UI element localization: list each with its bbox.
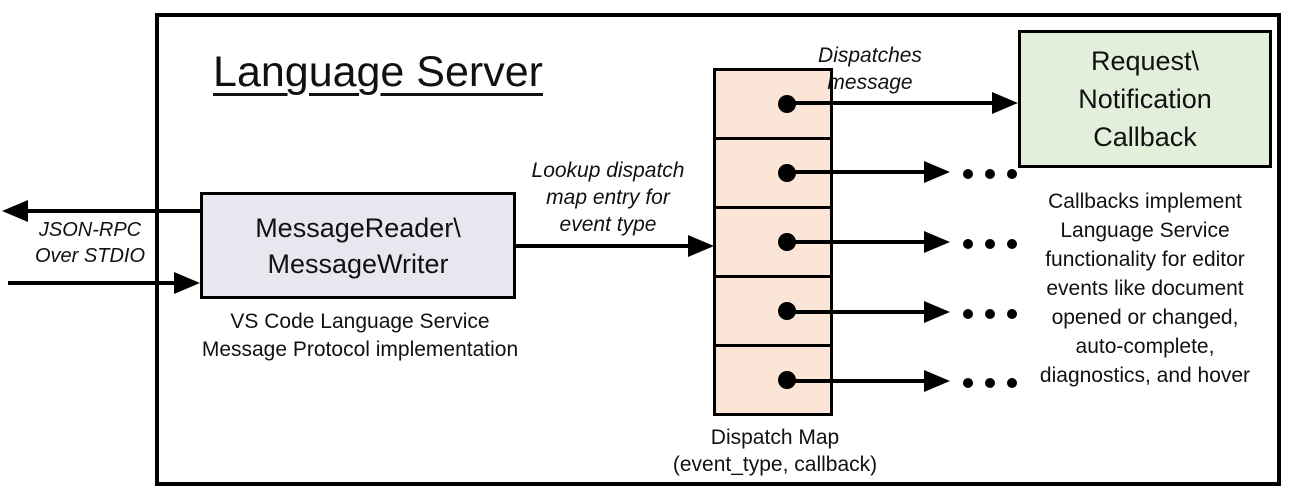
request-notification-callback-box: Request\ Notification Callback — [1018, 30, 1272, 168]
language-server-boundary — [155, 13, 1281, 486]
stdio-in-arrow-line — [8, 281, 174, 285]
dispatch-arrow-line — [784, 310, 924, 314]
lookup-dispatch-label: Lookup dispatch map entry for event type — [531, 159, 685, 236]
dispatch-arrow-line — [784, 101, 992, 105]
message-box-caption: VS Code Language Service Message Protoco… — [201, 310, 519, 361]
dispatch-arrowhead-icon — [992, 92, 1018, 114]
dispatch-arrowhead-icon — [924, 301, 950, 323]
ellipsis-dot — [1007, 239, 1017, 249]
dispatch-map-label: Dispatch Map (event_type, callback) — [672, 426, 878, 476]
ellipsis-dot — [963, 309, 973, 319]
json-rpc-label: JSON-RPC Over STDIO — [34, 219, 145, 267]
ellipsis-dot — [963, 378, 973, 388]
ellipsis-icon — [963, 169, 1017, 179]
ellipsis-dot — [985, 169, 995, 179]
ellipsis-dot — [1007, 169, 1017, 179]
stdio-out-arrowhead-icon — [2, 200, 28, 222]
stdio-out-arrow-line — [26, 209, 200, 213]
dispatch-arrowhead-icon — [924, 231, 950, 253]
dispatch-arrowhead-icon — [924, 161, 950, 183]
ellipsis-dot — [963, 239, 973, 249]
dispatch-arrowhead-icon — [924, 370, 950, 392]
ellipsis-dot — [985, 239, 995, 249]
dispatch-arrow-line — [784, 379, 924, 383]
ellipsis-icon — [963, 378, 1017, 388]
ellipsis-dot — [963, 169, 973, 179]
diagram-title: Language Server — [213, 48, 543, 96]
dispatch-cell — [716, 71, 830, 140]
lookup-arrowhead-icon — [688, 235, 714, 257]
dispatch-arrow-line — [784, 240, 924, 244]
ellipsis-icon — [963, 309, 1017, 319]
ellipsis-dot — [985, 378, 995, 388]
dispatches-message-label: Dispatches message — [818, 44, 922, 94]
message-reader-writer-box: MessageReader\ MessageWriter — [200, 192, 516, 299]
dispatch-cell — [716, 140, 830, 209]
ellipsis-icon — [963, 239, 1017, 249]
ellipsis-dot — [985, 309, 995, 319]
dispatch-arrow-line — [784, 170, 924, 174]
lookup-arrow-line — [516, 244, 688, 248]
ellipsis-dot — [1007, 309, 1017, 319]
stdio-in-arrowhead-icon — [174, 272, 200, 294]
ellipsis-dot — [1007, 378, 1017, 388]
callbacks-description: Callbacks implement Language Service fun… — [1039, 190, 1251, 387]
